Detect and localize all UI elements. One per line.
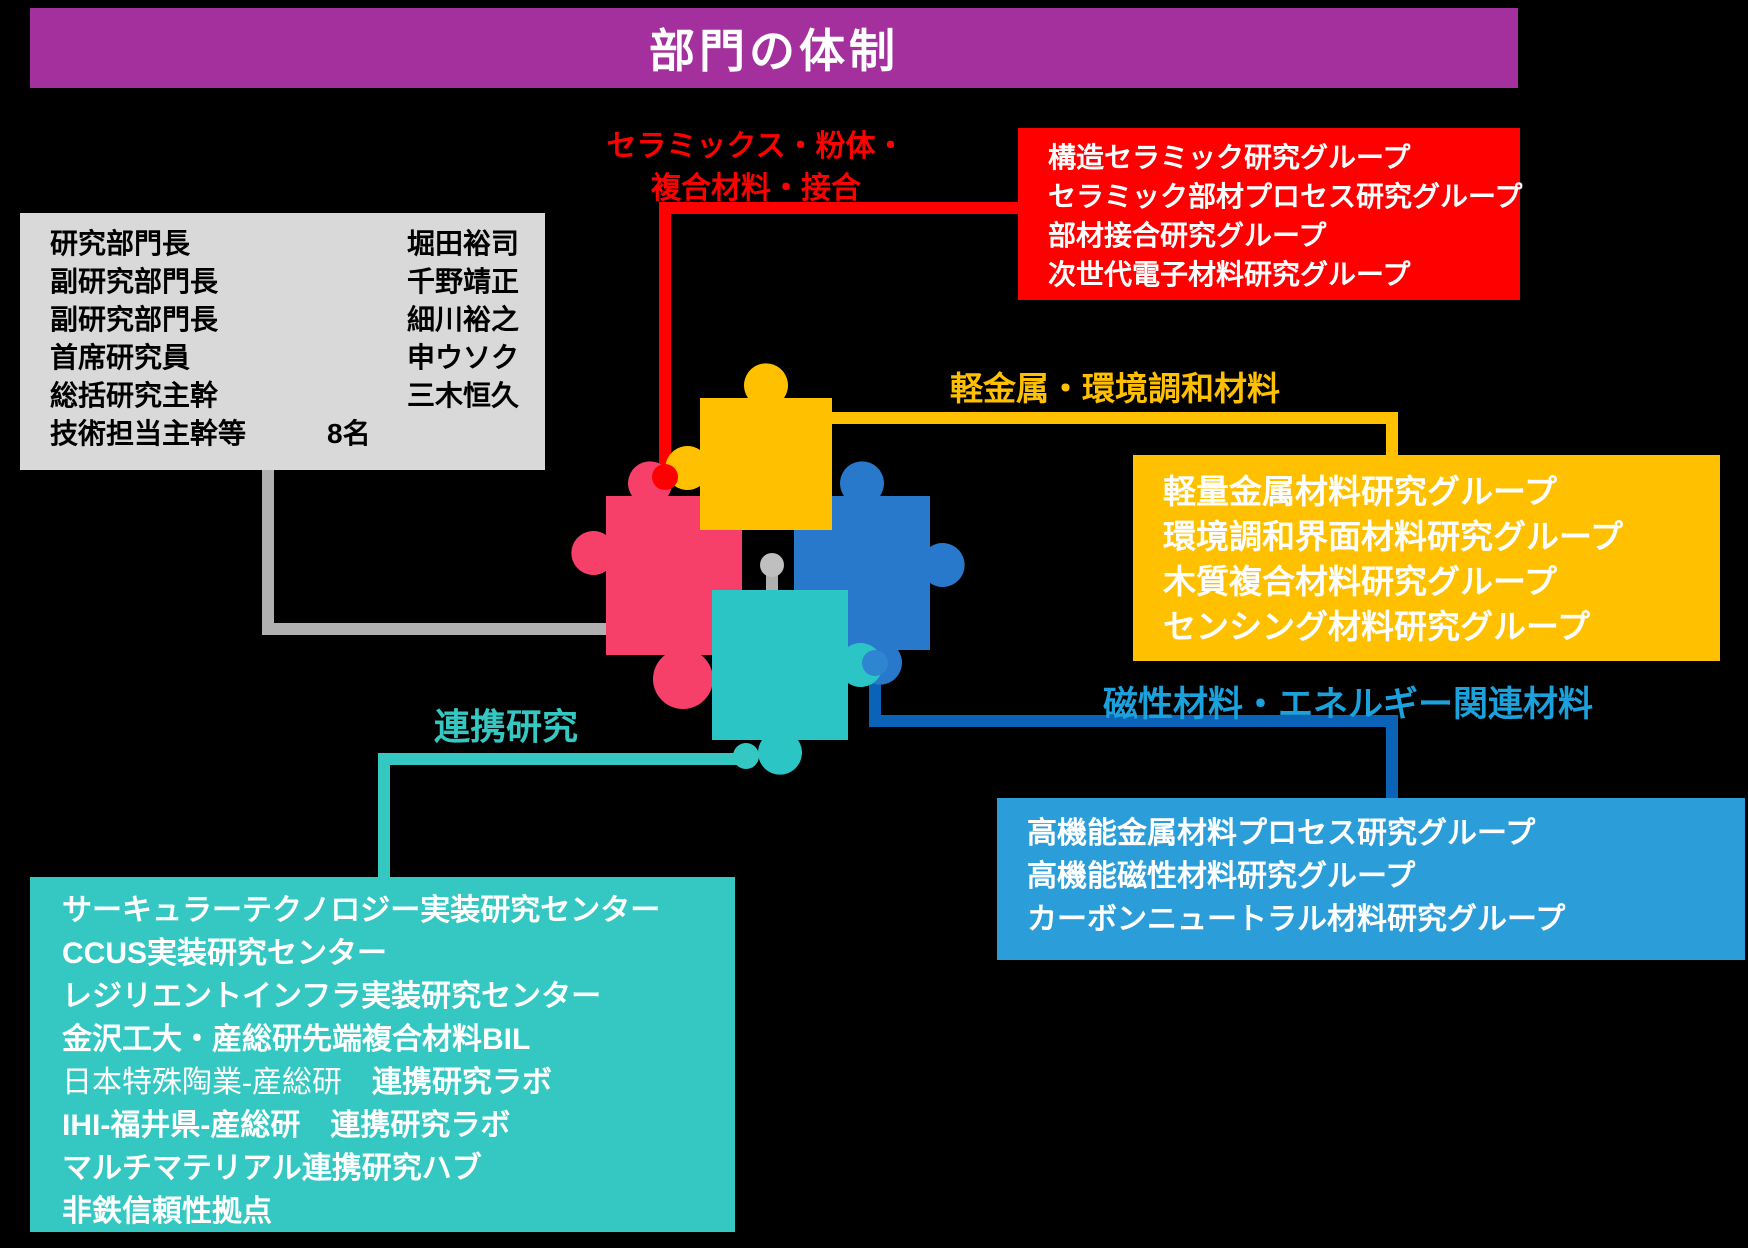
label-ceramics-line1: セラミックス・粉体・ <box>606 130 906 163</box>
group-item: 高機能磁性材料研究グループ <box>1027 860 1416 893</box>
page-title: 部門の体制 <box>649 25 899 77</box>
collab-item: マルチマテリアル連携研究ハブ <box>62 1152 482 1185</box>
puzzle-piece-pink <box>571 461 742 710</box>
puzzle-piece-yellow <box>665 363 832 530</box>
leadership-row: 副研究部門長 細川裕之 <box>50 301 545 339</box>
group-item: 高機能金属材料プロセス研究グループ <box>1027 817 1536 850</box>
person-name: 三木恒久 <box>407 380 520 411</box>
label-collaboration: 連携研究 <box>434 706 579 747</box>
group-item: 次世代電子材料研究グループ <box>1048 259 1411 290</box>
collab-item: IHI-福井県-産総研 連携研究ラボ <box>62 1109 511 1142</box>
group-item: 木質複合材料研究グループ <box>1163 563 1558 600</box>
leadership-row: 首席研究員 申ウソク <box>50 339 545 377</box>
leadership-row: 副研究部門長 千野靖正 <box>50 263 545 301</box>
junction-dot-teal <box>733 743 759 769</box>
collab-item: 非鉄信頼性拠点 <box>62 1195 272 1228</box>
leadership-row: 研究部門長 堀田裕司 <box>50 225 545 263</box>
header-banner: 部門の体制 <box>30 8 1518 88</box>
collab-lab-suffix: 連携研究ラボ <box>342 1066 552 1099</box>
person-name: 堀田裕司 <box>407 228 520 259</box>
label-light-metals: 軽金属・環境調和材料 <box>950 370 1280 407</box>
magnetic-group-box: 高機能金属材料プロセス研究グループ 高機能磁性材料研究グループ カーボンニュート… <box>997 798 1745 960</box>
role-label: 副研究部門長 <box>50 266 219 297</box>
group-item: 環境調和界面材料研究グループ <box>1163 518 1624 555</box>
collab-item: サーキュラーテクノロジー実装研究センター <box>62 894 661 927</box>
leadership-box: 研究部門長 堀田裕司 副研究部門長 千野靖正 副研究部門長 細川裕之 首席研究員… <box>20 213 545 470</box>
role-label: 研究部門長 <box>50 228 191 259</box>
group-item: セラミック部材プロセス研究グループ <box>1048 181 1523 212</box>
leadership-row: 総括研究主幹 三木恒久 <box>50 377 545 415</box>
person-name: 千野靖正 <box>407 266 520 297</box>
group-item: 部材接合研究グループ <box>1048 220 1327 251</box>
label-ceramics: セラミックス・粉体・ 複合材料・接合 <box>598 126 914 210</box>
ceramics-group-box: 構造セラミック研究グループ セラミック部材プロセス研究グループ 部材接合研究グル… <box>1018 128 1523 300</box>
role-label: 技術担当主幹等 <box>50 418 247 449</box>
collab-item: 金沢工大・産総研先端複合材料BIL <box>62 1023 531 1056</box>
junction-dot-gray <box>760 553 784 577</box>
light-metals-group-box: 軽量金属材料研究グループ 環境調和界面材料研究グループ 木質複合材料研究グループ… <box>1133 455 1720 661</box>
junction-dot-red <box>652 464 678 490</box>
collaboration-box: サーキュラーテクノロジー実装研究センター CCUS実装研究センター レジリエント… <box>30 877 735 1232</box>
person-name: 申ウソク <box>407 342 520 373</box>
role-label: 首席研究員 <box>50 342 191 373</box>
label-ceramics-line2: 複合材料・接合 <box>651 172 861 205</box>
label-magnetic: 磁性材料・エネルギー関連材料 <box>1103 685 1594 724</box>
connector-teal <box>378 753 746 879</box>
group-item: 構造セラミック研究グループ <box>1048 142 1411 173</box>
junction-dot-blue <box>862 650 888 676</box>
group-item: センシング材料研究グループ <box>1163 608 1591 645</box>
leadership-row: 技術担当主幹等 8名 <box>50 415 545 453</box>
person-count: 8名 <box>327 418 371 449</box>
puzzle-piece-teal <box>712 590 883 775</box>
connector-red <box>659 202 1018 481</box>
collab-lab-partner: 日本特殊陶業-産総研 <box>62 1066 342 1099</box>
connector-yellow <box>770 412 1398 460</box>
collab-item-mixed: 日本特殊陶業-産総研 連携研究ラボ <box>62 1061 735 1104</box>
person-name: 細川裕之 <box>407 304 520 335</box>
group-item: カーボンニュートラル材料研究グループ <box>1027 903 1566 936</box>
collab-item: レジリエントインフラ実装研究センター <box>62 980 602 1013</box>
role-label: 総括研究主幹 <box>50 380 219 411</box>
role-label: 副研究部門長 <box>50 304 219 335</box>
group-item: 軽量金属材料研究グループ <box>1163 473 1558 510</box>
collab-item: CCUS実装研究センター <box>62 937 388 970</box>
